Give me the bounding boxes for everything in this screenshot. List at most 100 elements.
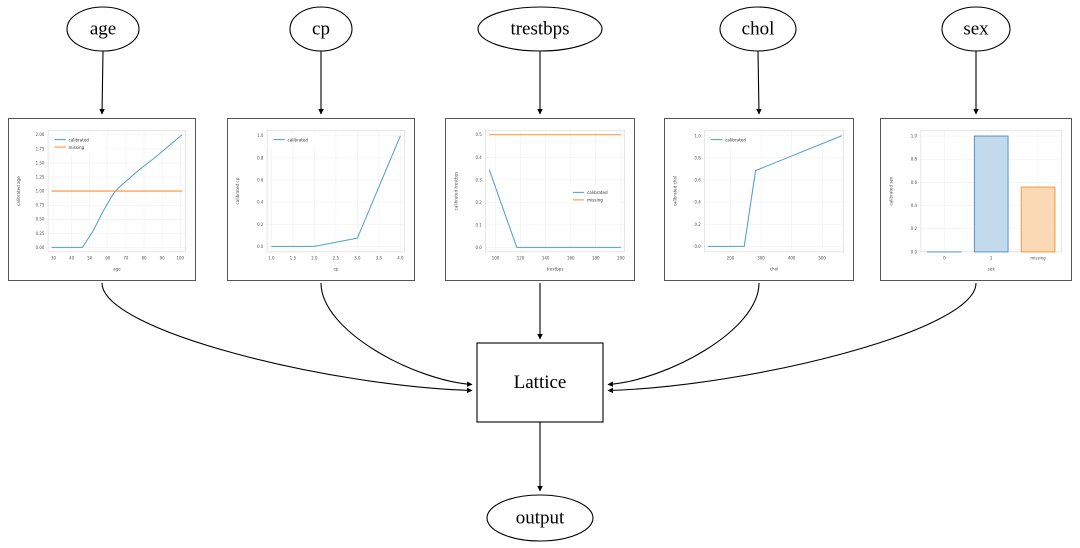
lattice-node[interactable]: Lattice [476,342,604,423]
plot-data [271,135,401,247]
svg-text:160: 160 [567,255,575,260]
svg-text:0.8: 0.8 [694,155,701,160]
series-calibrated [271,135,401,247]
plot-data [707,135,842,247]
svg-text:0.0: 0.0 [911,249,918,254]
svg-text:100: 100 [492,255,500,260]
svg-text:3.0: 3.0 [354,255,361,260]
input-node-cp[interactable]: cp [289,6,353,52]
grid [704,130,844,252]
svg-text:0.5: 0.5 [475,132,482,137]
svg-text:0.6: 0.6 [257,177,264,182]
legend-label-calibrated: calibrated [725,137,746,142]
svg-text:0.2: 0.2 [475,200,482,205]
svg-text:100: 100 [177,255,185,260]
legend-label-calibrated: calibrated [69,137,90,142]
series-calibrated [488,169,621,248]
svg-text:1.0: 1.0 [268,255,275,260]
svg-text:80: 80 [142,255,147,260]
input-node-label: sex [963,18,989,39]
svg-text:2.5: 2.5 [333,255,340,260]
svg-text:40: 40 [69,255,74,260]
svg-text:1.0: 1.0 [257,133,264,138]
plot-data [927,135,1056,253]
svg-text:0.8: 0.8 [257,155,264,160]
x-axis-label: trestbps [547,267,564,272]
svg-text:1.0: 1.0 [694,133,701,138]
x-axis-label: age [113,267,121,272]
svg-text:0.00: 0.00 [36,245,45,250]
legend: calibrated [270,133,321,147]
input-node-label: age [90,18,116,39]
output-node-label: output [516,507,565,528]
bar-missing [1020,186,1056,253]
svg-text:0.3: 0.3 [475,177,482,182]
input-node-age[interactable]: age [66,6,140,52]
svg-text:0.2: 0.2 [257,222,264,227]
svg-text:0.2: 0.2 [694,222,701,227]
svg-text:1.75: 1.75 [36,146,45,151]
svg-text:0.75: 0.75 [36,203,45,208]
svg-text:60: 60 [105,255,110,260]
input-node-chol[interactable]: chol [719,6,797,52]
svg-text:1.0: 1.0 [911,134,918,139]
edge-age-to-lattice [101,282,473,394]
axes-spines [704,129,844,253]
svg-text:0.8: 0.8 [911,157,918,162]
svg-text:0.4: 0.4 [257,200,264,205]
series-calibrated [51,134,183,248]
bar-1 [973,135,1009,253]
svg-text:2.00: 2.00 [36,132,45,137]
edge-chol-to-lattice [607,282,760,387]
y-axis-label: calibrated sex [888,176,893,205]
svg-text:missing: missing [1030,255,1046,260]
svg-text:30: 30 [51,255,56,260]
svg-text:0.1: 0.1 [475,222,482,227]
axes-spines [266,129,405,253]
svg-text:1.5: 1.5 [290,255,297,260]
svg-text:0: 0 [943,255,946,260]
grid [267,130,405,252]
input-node-label: chol [742,18,775,39]
y-axis-label: calibrated cp [235,177,240,204]
input-node-trestbps[interactable]: trestbps [477,6,603,52]
svg-text:140: 140 [542,255,550,260]
plot-data [488,134,621,248]
edge-chol-to-calibrator [756,50,762,115]
svg-text:120: 120 [517,255,525,260]
svg-text:200: 200 [727,255,735,260]
svg-text:0.0: 0.0 [475,245,482,250]
plot-data [51,134,183,248]
x-axis-label: sex [988,267,996,272]
input-node-sex[interactable]: sex [941,6,1011,52]
legend-label-missing: missing [69,145,85,150]
axes-spines [485,129,625,253]
y-axis-label: calibrated chol [672,176,677,206]
edge-sex-to-lattice [607,282,977,394]
legend: calibrated [708,133,759,147]
svg-text:1.25: 1.25 [36,174,45,179]
svg-text:3.5: 3.5 [376,255,383,260]
input-node-label: trestbps [510,18,569,39]
svg-text:1: 1 [990,255,993,260]
svg-text:70: 70 [123,255,128,260]
svg-text:0.4: 0.4 [694,200,701,205]
svg-text:1.00: 1.00 [36,189,45,194]
x-axis-label: chol [770,267,779,272]
edge-age-to-calibrator [99,50,105,115]
legend-label-calibrated: calibrated [288,137,309,142]
output-node[interactable]: output [486,494,594,542]
svg-text:0.25: 0.25 [36,231,45,236]
lattice-node-label: Lattice [514,372,567,393]
svg-text:180: 180 [592,255,600,260]
axes-spines [47,129,186,253]
